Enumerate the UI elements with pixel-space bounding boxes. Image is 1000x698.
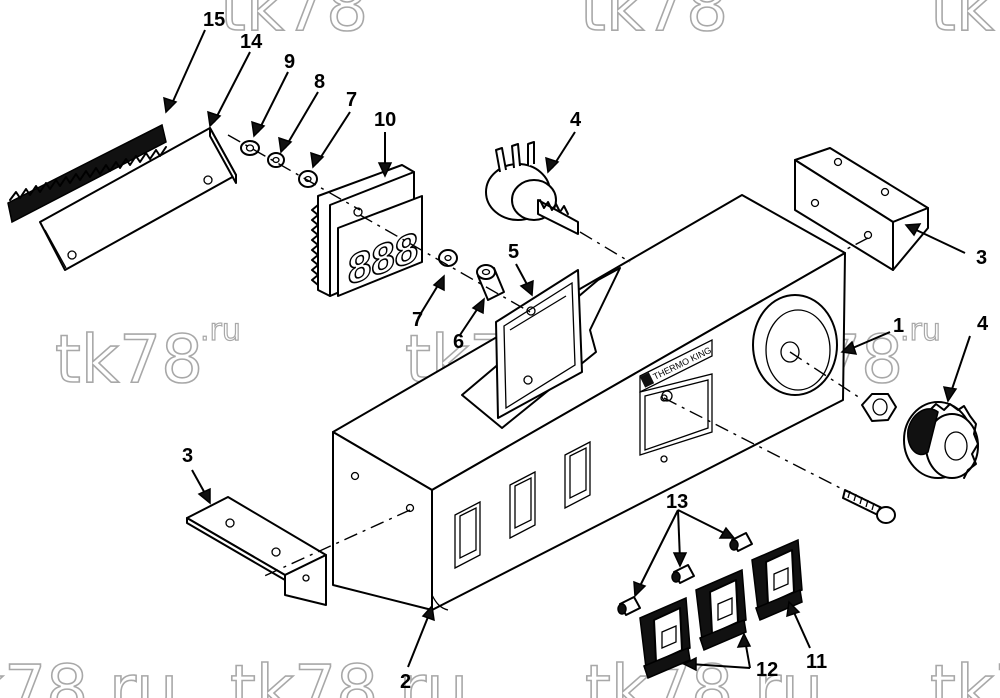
callout-13: 13 bbox=[666, 491, 688, 513]
callout-4-right: 4 bbox=[977, 313, 989, 335]
potentiometer bbox=[485, 141, 579, 235]
spacer-6 bbox=[476, 264, 505, 301]
callout-12: 12 bbox=[756, 659, 778, 681]
display-face-plate bbox=[495, 269, 583, 419]
watermark-bottom-1: tk78.ru bbox=[0, 651, 178, 698]
callout-9: 9 bbox=[284, 51, 295, 73]
callout-3-left: 3 bbox=[182, 445, 193, 467]
control-knob bbox=[903, 401, 979, 479]
callout-7-upper: 7 bbox=[346, 89, 357, 111]
rocker-switch-3 bbox=[751, 538, 803, 622]
callout-15: 15 bbox=[203, 9, 225, 31]
display-module: 888 bbox=[311, 164, 423, 297]
washer-7-lower bbox=[438, 249, 458, 267]
terminal-strip bbox=[7, 123, 167, 224]
callout-8: 8 bbox=[314, 71, 325, 93]
callout-3-right: 3 bbox=[976, 247, 987, 269]
lamp-2 bbox=[671, 564, 695, 584]
watermark-top-2: tk78 bbox=[580, 0, 728, 46]
mounting-bracket-left bbox=[186, 496, 327, 606]
bracket-14 bbox=[39, 127, 237, 271]
lamp-3 bbox=[729, 532, 753, 552]
callout-4-upper: 4 bbox=[570, 109, 582, 131]
watermark-mid-1-suffix: .ru bbox=[200, 313, 241, 348]
callouts: 1 2 3 3 4 4 5 6 7 7 8 9 10 11 12 13 14 1… bbox=[182, 9, 989, 693]
lock-washer-8 bbox=[267, 152, 285, 168]
callout-14: 14 bbox=[240, 31, 263, 53]
callout-11: 11 bbox=[806, 651, 827, 673]
watermark-mid-3-suffix: .ru bbox=[900, 313, 941, 348]
callout-10: 10 bbox=[374, 109, 396, 131]
watermark-top-3: tk78 bbox=[930, 0, 1000, 46]
rocker-switch-1 bbox=[639, 596, 691, 680]
watermark-bottom-3: tk78.ru bbox=[585, 651, 823, 698]
callout-6: 6 bbox=[453, 331, 464, 353]
panel-nut bbox=[861, 393, 897, 422]
watermark-bottom-4: tk78 bbox=[930, 651, 1000, 698]
rocker-switch-2 bbox=[695, 568, 747, 652]
callout-1: 1 bbox=[893, 315, 904, 337]
watermark-bottom-2: tk78.ru bbox=[230, 651, 468, 698]
screw bbox=[842, 489, 896, 524]
lamp-1 bbox=[617, 596, 641, 616]
watermark-mid-1: tk78 bbox=[55, 321, 203, 398]
callout-2: 2 bbox=[400, 671, 411, 693]
nut-9 bbox=[240, 140, 260, 156]
watermark-top-1: tk78 bbox=[220, 0, 368, 46]
callout-7-lower: 7 bbox=[412, 309, 423, 331]
callout-5: 5 bbox=[508, 241, 519, 263]
center-lines bbox=[227, 134, 869, 579]
leader-lines bbox=[163, 29, 971, 672]
